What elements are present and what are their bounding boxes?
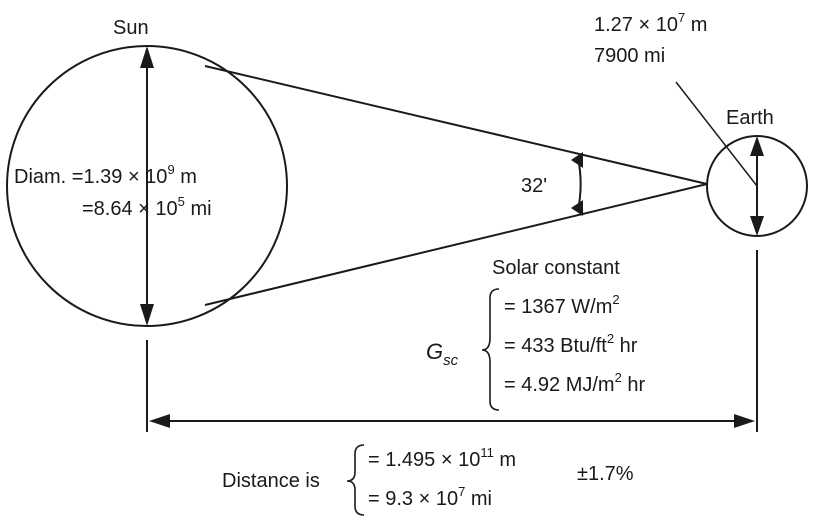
- earth-diameter-arrow-top: [750, 136, 764, 156]
- earth-size-leader-line: [675, 81, 758, 187]
- distance-arrow-left: [149, 414, 170, 428]
- distance-brace: [346, 444, 365, 516]
- earth-size-meters: 1.27 × 107 m: [594, 10, 707, 36]
- earth-label: Earth: [726, 107, 774, 129]
- angle-arrow-bottom: [571, 200, 583, 216]
- earth-size-miles: 7900 mi: [594, 45, 665, 67]
- sun-diameter-arrow-top: [140, 46, 154, 68]
- solar-constant-value-btu: = 433 Btu/ft2 hr: [504, 331, 638, 357]
- sun-diameter-arrow-bottom: [140, 304, 154, 326]
- solar-constant-brace: [481, 288, 500, 411]
- distance-value-miles: = 9.3 × 107 mi: [368, 484, 492, 510]
- solar-constant-value-si: = 1367 W/m2: [504, 292, 620, 318]
- distance-value-meters: = 1.495 × 1011 m: [368, 445, 516, 471]
- angle-label: 32': [521, 175, 547, 197]
- solar-constant-symbol: Gsc: [426, 339, 459, 369]
- lower-tangent-line: [204, 183, 708, 306]
- solar-constant-value-mj: = 4.92 MJ/m2 hr: [504, 370, 646, 396]
- sun-diameter-miles: =8.64 × 105 mi: [82, 194, 212, 220]
- distance-arrow-right: [734, 414, 755, 428]
- earth-diameter-arrow-bottom: [750, 216, 764, 236]
- solar-constant-title: Solar constant: [492, 257, 620, 279]
- distance-tolerance: ±1.7%: [577, 463, 634, 485]
- sun-label: Sun: [113, 17, 149, 39]
- sun-diameter-meters: Diam. =1.39 × 109 m: [14, 162, 197, 188]
- angle-arrow-top: [571, 152, 583, 168]
- upper-tangent-line: [204, 65, 708, 185]
- distance-label: Distance is: [222, 470, 320, 492]
